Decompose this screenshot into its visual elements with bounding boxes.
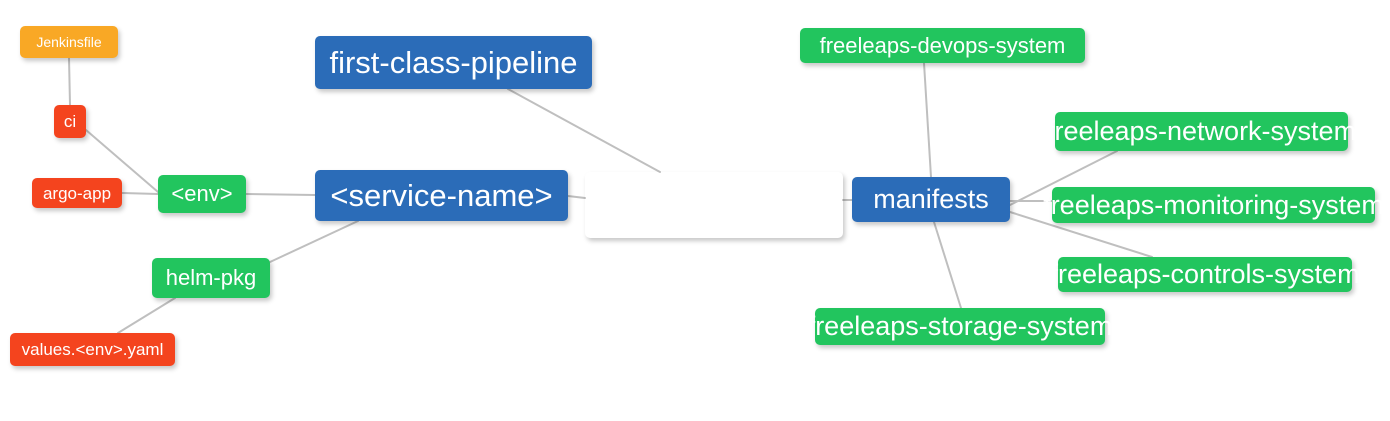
node-label-env: <env> (171, 181, 233, 206)
edge-first-class-pipeline-to-freeleaps-ops (507, 88, 661, 173)
node-label-helm-pkg: helm-pkg (165, 265, 257, 290)
node-env[interactable]: <env> (158, 175, 246, 213)
node-label-devops-system: freeleaps-devops-system (819, 32, 1066, 58)
node-values-env-yaml[interactable]: values.<env>.yaml (10, 333, 175, 366)
node-network-system[interactable]: freeleaps-network-system (1047, 112, 1356, 151)
node-monitoring-system[interactable]: freeleaps-monitoring-system (1043, 187, 1384, 223)
edge-helm-pkg-to-values-env-yaml (117, 297, 176, 334)
edge-manifests-to-storage-system (933, 221, 962, 309)
node-devops-system[interactable]: freeleaps-devops-system (800, 28, 1085, 63)
node-label-ci: ci (63, 112, 77, 131)
node-label-freeleaps-ops: freeleaps-ops (610, 186, 817, 224)
node-label-manifests: manifests (873, 184, 989, 214)
node-ci[interactable]: ci (54, 105, 86, 138)
node-first-class-pipeline[interactable]: first-class-pipeline (315, 36, 592, 89)
node-helm-pkg[interactable]: helm-pkg (152, 258, 270, 298)
edge-jenkinsfile-to-ci (68, 57, 71, 106)
edge-service-name-to-helm-pkg (269, 220, 359, 263)
node-manifests[interactable]: manifests (852, 177, 1010, 222)
edge-manifests-to-devops-system (923, 62, 932, 178)
node-service-name[interactable]: <service-name> (315, 170, 568, 221)
node-label-jenkinsfile: Jenkinsfile (36, 34, 102, 50)
node-label-first-class-pipeline: first-class-pipeline (329, 45, 578, 80)
node-controls-system[interactable]: freeleaps-controls-system (1050, 257, 1360, 292)
node-label-service-name: <service-name> (330, 178, 553, 213)
node-label-monitoring-system: freeleaps-monitoring-system (1043, 189, 1384, 220)
node-label-network-system: freeleaps-network-system (1046, 116, 1357, 146)
node-freeleaps-ops[interactable]: freeleaps-ops (585, 172, 843, 238)
edge-env-to-service-name (245, 193, 316, 196)
edge-argo-app-to-env (121, 192, 159, 195)
node-argo-app[interactable]: argo-app (32, 178, 122, 208)
node-label-argo-app: argo-app (42, 183, 112, 203)
node-jenkinsfile[interactable]: Jenkinsfile (20, 26, 118, 58)
node-label-controls-system: freeleaps-controls-system (1050, 259, 1360, 289)
edge-service-name-to-freeleaps-ops (567, 195, 586, 199)
node-storage-system[interactable]: freeleaps-storage-system (808, 308, 1112, 345)
node-label-values-env-yaml: values.<env>.yaml (21, 340, 164, 359)
node-label-storage-system: freeleaps-storage-system (807, 311, 1113, 341)
